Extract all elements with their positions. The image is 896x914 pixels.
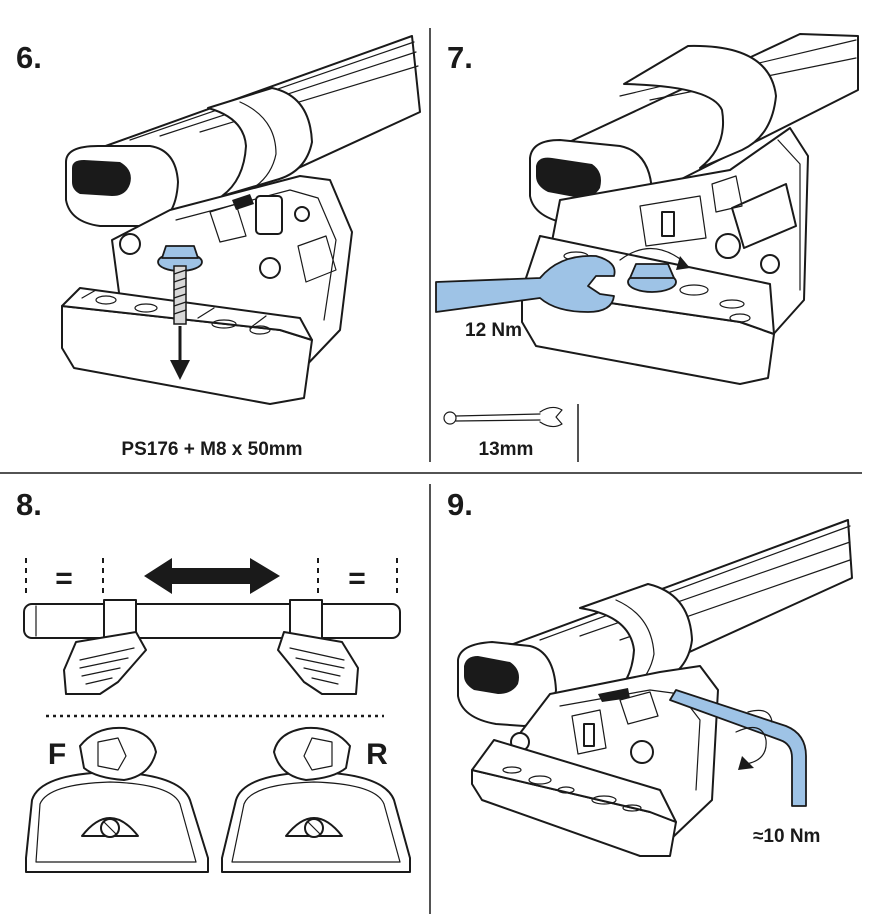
step-8-foot-front [25, 726, 209, 873]
spanner-icon [443, 404, 579, 462]
step-6-panel: 6. [16, 35, 421, 460]
step-7-panel: 7. [435, 33, 859, 462]
step-6-caption: PS176 + M8 x 50mm [121, 439, 302, 460]
step-8-foot-right [277, 631, 359, 695]
step-7-torque-label: 12 Nm [465, 320, 522, 341]
step-8-foot-rear [221, 726, 411, 873]
step-8-number: 8. [16, 487, 42, 522]
step-6-base-plate [61, 287, 313, 405]
step-7-roof-bar [529, 33, 859, 229]
step-9-roof-bar [457, 519, 853, 727]
step-9-number: 9. [447, 487, 473, 522]
step-8-bar-side [23, 599, 401, 641]
step-7-number: 7. [447, 40, 473, 75]
step-9-panel: 9. [447, 487, 853, 857]
step-6-bolt [157, 245, 203, 380]
step-8-equal-right: = [348, 562, 366, 595]
step-7-nut [619, 247, 690, 293]
step-8-guides [25, 558, 398, 718]
step-6-number: 6. [16, 40, 42, 75]
rear-label: R [366, 738, 388, 771]
step-6-roof-bar [65, 35, 421, 229]
double-arrow-icon [144, 558, 280, 594]
panel-dividers [0, 28, 862, 914]
step-8-panel: 8. = = F [16, 487, 411, 873]
step-7-wrench [435, 254, 616, 313]
front-label: F [48, 738, 66, 771]
step-7-tool-label: 13mm [479, 439, 534, 460]
hex-key-icon [669, 689, 807, 807]
step-8-equal-left: = [55, 562, 73, 595]
step-9-base-plate [471, 739, 677, 857]
step-8-foot-left [63, 631, 147, 695]
step-9-torque-label: ≈10 Nm [753, 826, 820, 847]
